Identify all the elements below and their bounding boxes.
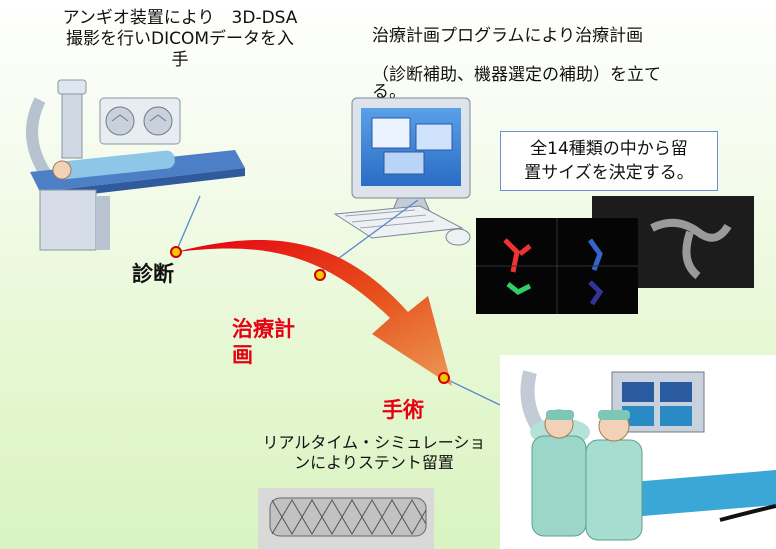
surgery-room-icon <box>500 355 776 549</box>
connector-diagnosis <box>175 195 201 253</box>
angio-caption-line2: 撮影を行いDICOMデータを入 <box>65 29 295 49</box>
angio-scanner-icon <box>26 79 245 251</box>
connector-surgery <box>443 377 501 406</box>
stage-plan-line1: 治療計 <box>232 317 295 341</box>
surgery-caption: リアルタイム・シミュレーショ ンによりステント留置 <box>254 433 494 473</box>
angio-caption: アンギオ装置により 3D-DSA 撮影を行いDICOMデータを入 手 <box>20 8 340 71</box>
planning-caption: 治療計画プログラムにより治療計画 （診断補助、機器選定の補助）を立て る。 <box>372 26 752 103</box>
diagnosis-node <box>170 246 182 258</box>
stage-plan-label: 治療計 画 <box>232 316 295 368</box>
surgery-node <box>438 372 450 384</box>
plan-node <box>314 269 326 281</box>
analysis-screens <box>476 196 754 314</box>
angio-caption-line1: アンギオ装置により 3D-DSA <box>62 8 298 28</box>
stent-icon <box>258 488 434 549</box>
stage-plan-line2: 画 <box>232 343 253 367</box>
note-line1: 全14種類の中から留 <box>530 139 688 159</box>
surgery-caption-line2: ンによりステント留置 <box>294 453 454 472</box>
stent-size-note: 全14種類の中から留 置サイズを決定する。 <box>500 131 718 191</box>
note-line2: 置サイズを決定する。 <box>524 163 694 183</box>
stage-diagnosis-label: 診断 <box>132 262 174 286</box>
computer-workstation-icon <box>333 97 471 246</box>
planning-caption-line1: 治療計画プログラムにより治療計画 <box>372 26 644 46</box>
planning-caption-line3: る。 <box>372 82 406 102</box>
stage-surgery-label: 手術 <box>382 398 424 422</box>
angio-caption-line3: 手 <box>171 50 189 70</box>
surgery-caption-line1: リアルタイム・シミュレーショ <box>262 433 486 452</box>
workflow-arrow <box>176 239 452 386</box>
planning-caption-line2: （診断補助、機器選定の補助）を立て <box>372 65 661 85</box>
